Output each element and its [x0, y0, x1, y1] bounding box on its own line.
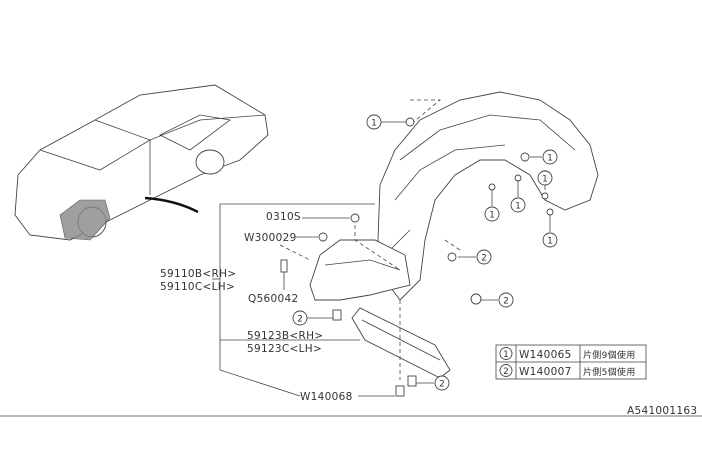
callout-1: 1: [510, 197, 526, 213]
label-59110b-rh: 59110B<RH>: [160, 268, 236, 280]
svg-text:片側9個使用: 片側9個使用: [583, 349, 636, 361]
svg-text:2: 2: [481, 254, 487, 264]
legend-row: 1 W140065 片側9個使用: [499, 347, 636, 361]
svg-text:1: 1: [547, 154, 553, 164]
vehicle-illustration: [14, 84, 269, 241]
callout-1: 1: [542, 149, 558, 165]
callout-1: 1: [366, 114, 382, 130]
svg-text:片側5個使用: 片側5個使用: [583, 366, 636, 378]
callout-2: 2: [292, 310, 308, 326]
svg-text:2: 2: [439, 380, 445, 390]
leader-lines: [0, 99, 702, 417]
legend-table: 1 W140065 片側9個使用 2 W140007 片側5個使用: [495, 344, 647, 380]
svg-text:1: 1: [503, 350, 509, 360]
svg-text:2: 2: [297, 315, 303, 325]
label-q560042: Q560042: [248, 293, 298, 305]
fasteners: [280, 117, 554, 397]
label-0310s: 0310S: [266, 211, 301, 223]
fender-liner-drawing: [309, 91, 599, 379]
svg-text:2: 2: [503, 297, 509, 307]
label-59123c-lh: 59123C<LH>: [247, 343, 322, 355]
svg-text:1: 1: [371, 119, 377, 129]
svg-text:1: 1: [547, 237, 553, 247]
label-59123b-rh: 59123B<RH>: [247, 330, 323, 342]
callout-2: 2: [498, 292, 514, 308]
callout-1: 1: [484, 206, 500, 222]
svg-text:2: 2: [503, 367, 509, 377]
label-59110c-lh: 59110C<LH>: [160, 281, 235, 293]
diagram-id: A541001163: [627, 405, 697, 417]
svg-text:W140007: W140007: [519, 366, 572, 378]
callout-2: 2: [434, 375, 450, 391]
label-w300029: W300029: [244, 232, 297, 244]
callout-2: 2: [476, 249, 492, 265]
callout-1: 1: [542, 232, 558, 248]
legend-row: 2 W140007 片側5個使用: [499, 364, 636, 378]
svg-text:1: 1: [542, 175, 548, 185]
svg-text:W140065: W140065: [519, 349, 572, 361]
label-w140068: W140068: [300, 391, 353, 403]
svg-text:1: 1: [489, 211, 495, 221]
svg-text:1: 1: [515, 202, 521, 212]
callout-1: 1: [537, 170, 553, 186]
